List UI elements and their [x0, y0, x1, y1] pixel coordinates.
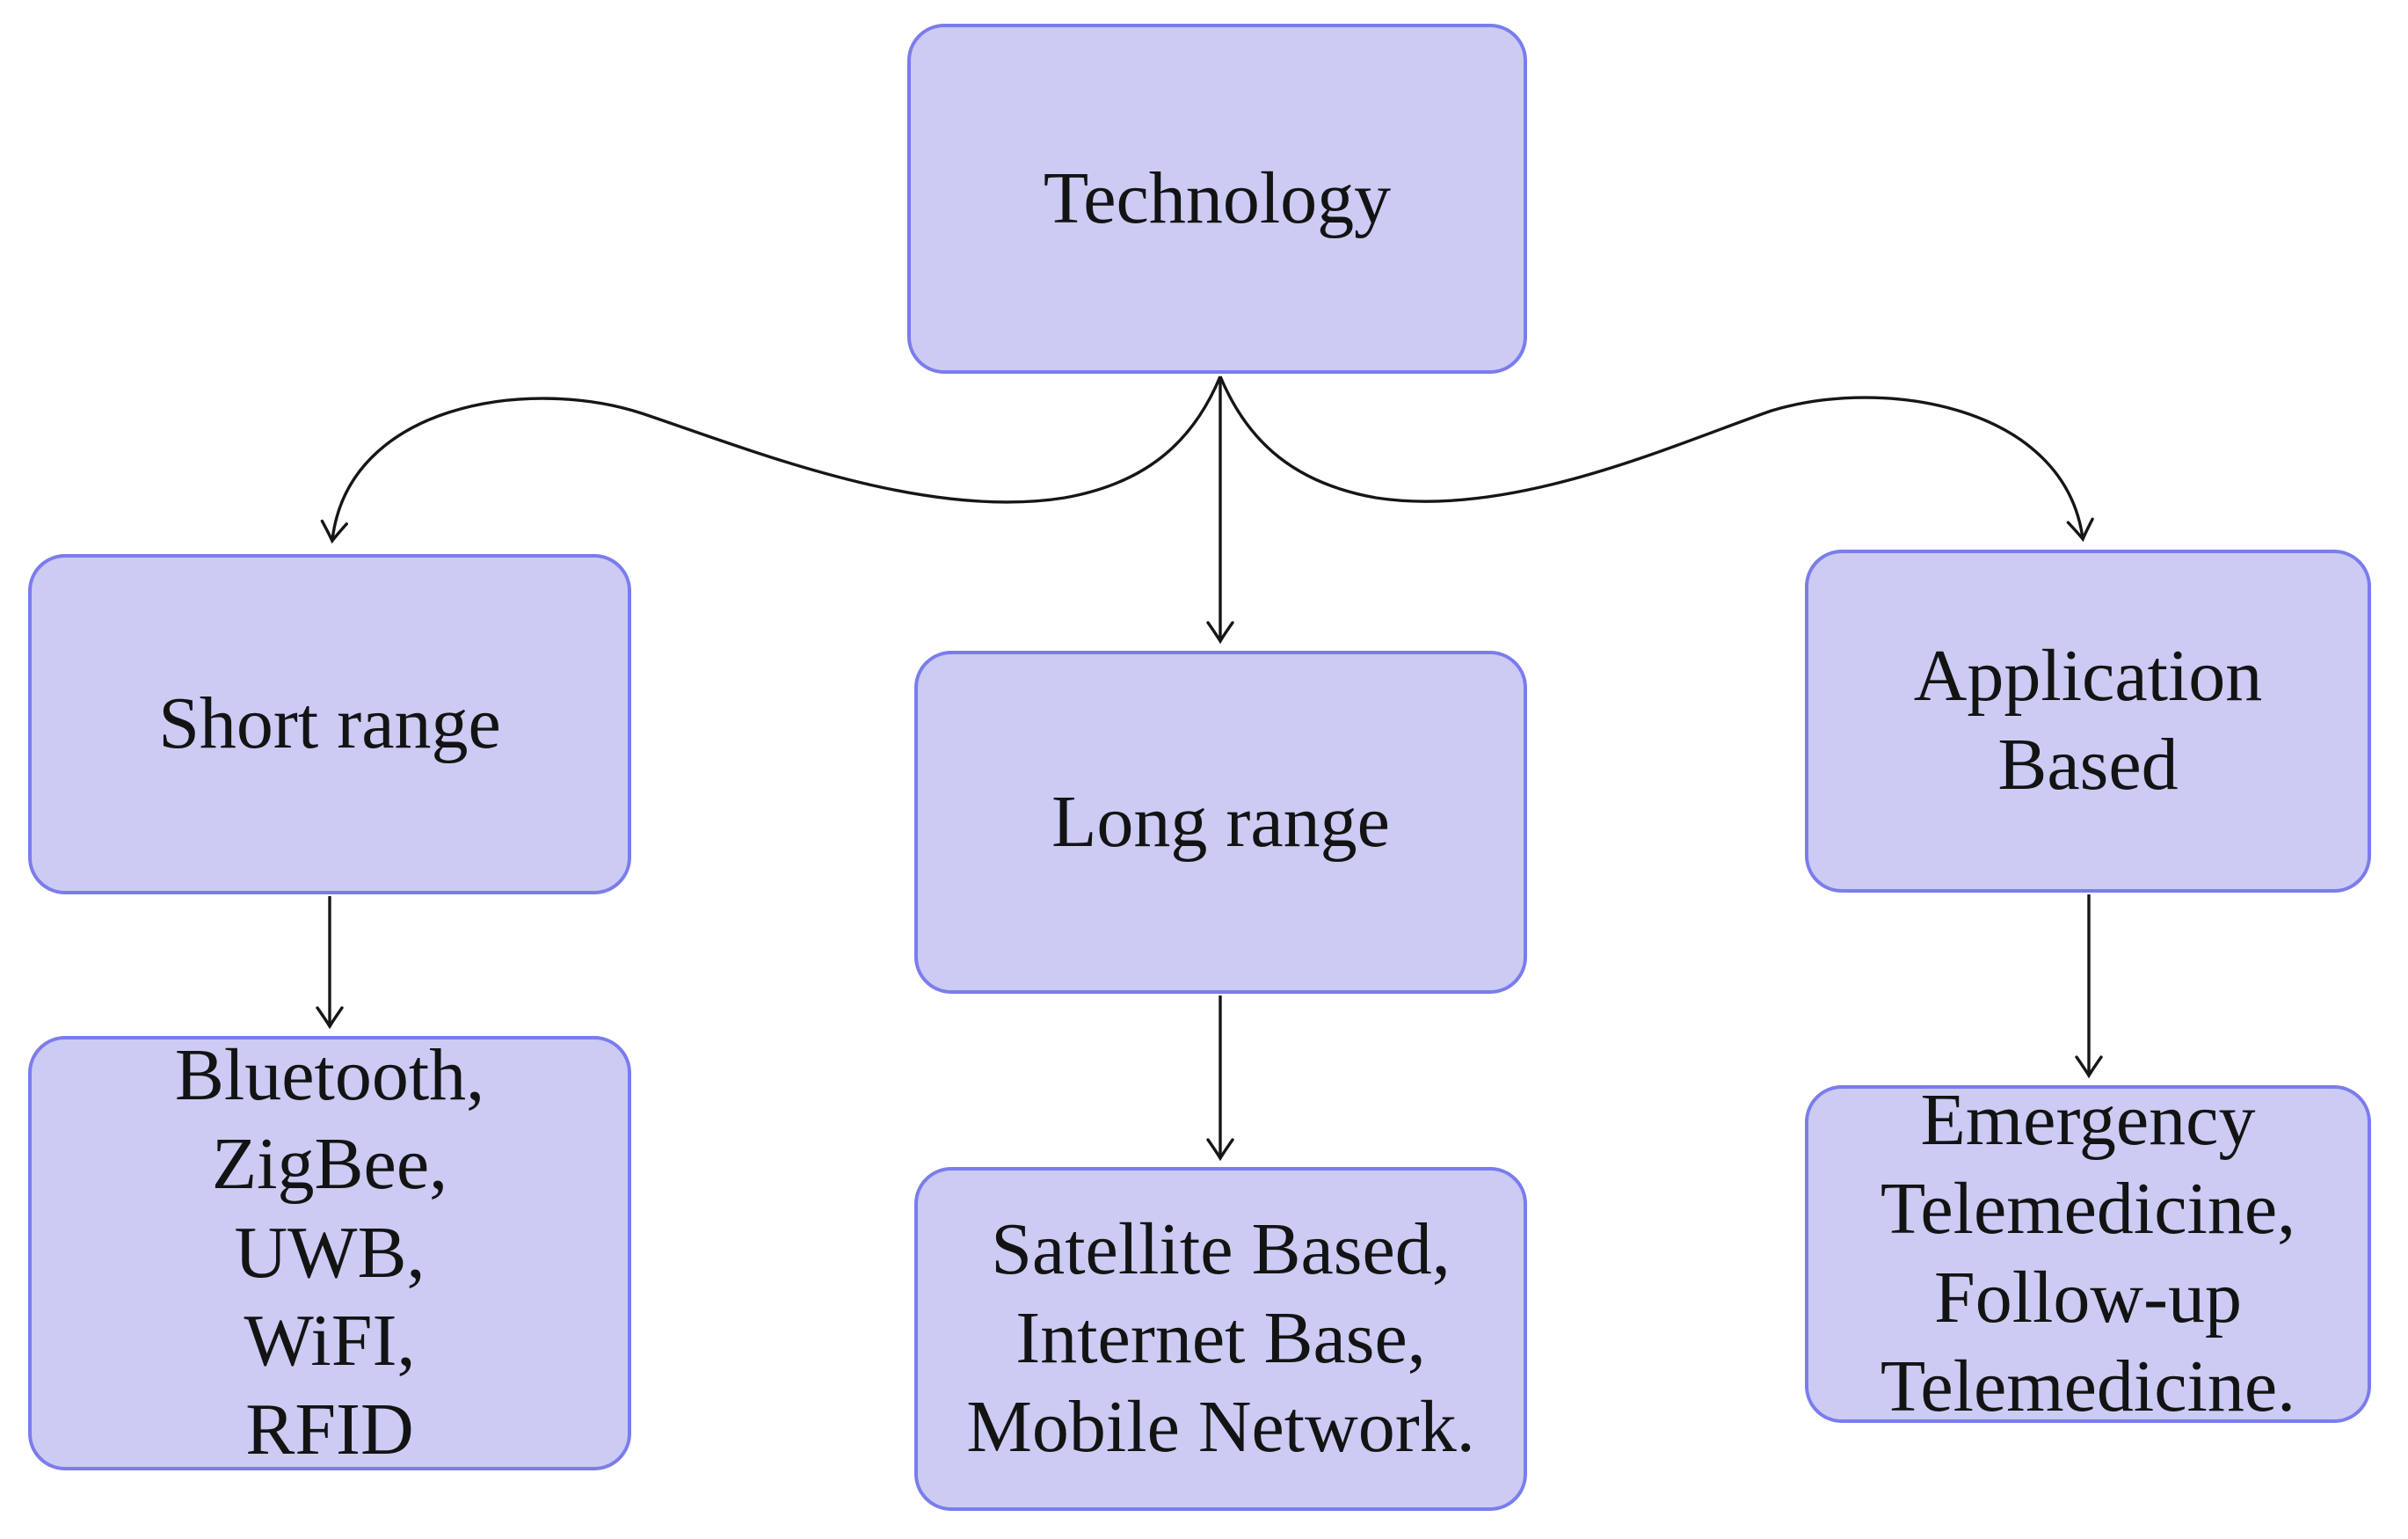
- edge-technology-to-short-range: [320, 376, 1222, 544]
- node-application-based-items: Emergency Telemedicine, Follow-up Teleme…: [1805, 1079, 2371, 1427]
- node-long-range-items-label: Satellite Based, Internet Base, Mobile N…: [966, 1208, 1475, 1468]
- node-technology-label: Technology: [1043, 157, 1392, 239]
- node-short-range-items: Bluetooth, ZigBee, UWB, WiFI, RFID: [28, 1034, 631, 1470]
- node-long-range-label: Long range: [1051, 780, 1390, 863]
- node-long-range-items: Satellite Based, Internet Base, Mobile N…: [914, 1167, 1527, 1511]
- node-short-range-items-label: Bluetooth, ZigBee, UWB, WiFI, RFID: [174, 1034, 485, 1471]
- node-application-based-label: Application Based: [1913, 635, 2263, 806]
- node-long-range: Long range: [914, 651, 1527, 994]
- node-short-range: Short range: [28, 554, 631, 894]
- edge-technology-to-application-based: [1219, 376, 2094, 543]
- node-technology: Technology: [907, 24, 1527, 374]
- node-application-based: Application Based: [1805, 550, 2371, 893]
- node-application-based-items-label: Emergency Telemedicine, Follow-up Teleme…: [1880, 1079, 2296, 1427]
- node-short-range-label: Short range: [158, 682, 501, 765]
